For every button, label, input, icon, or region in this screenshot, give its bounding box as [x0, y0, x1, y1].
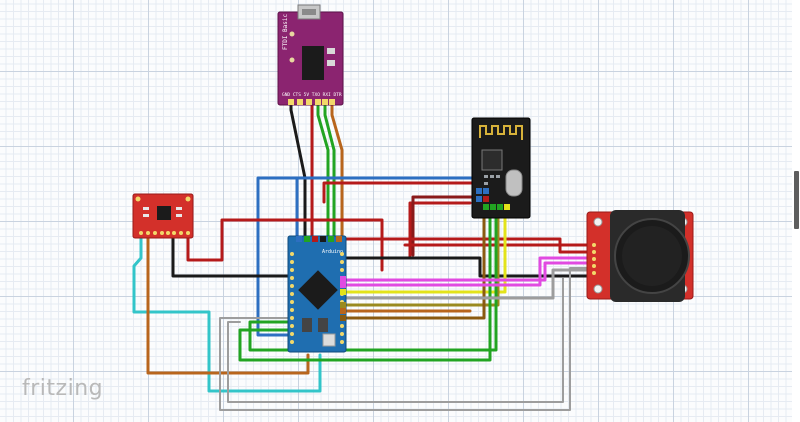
vertical-scrollbar[interactable]	[792, 0, 800, 422]
wire-radio-green-2[interactable]	[248, 212, 498, 352]
wire-black-accel[interactable]	[171, 234, 302, 278]
joystick-header-pins	[592, 243, 596, 275]
wires	[132, 102, 592, 411]
wire-black-arduino-right[interactable]	[343, 256, 592, 278]
arduino-pins-top	[296, 236, 342, 242]
ftdi-chip	[302, 46, 324, 80]
wire-ftdi-rx[interactable]	[323, 102, 336, 242]
scrollbar-thumb[interactable]	[794, 171, 799, 229]
wire-ftdi-tx[interactable]	[316, 102, 330, 242]
wire-radio-darkbrown[interactable]	[343, 212, 486, 320]
wire-radio-green[interactable]	[238, 212, 492, 362]
ftdi-header-pins	[288, 99, 335, 105]
ftdi-basic-board[interactable]: FTDI Basic GND CTS 5V TXO RXI DTR	[277, 4, 344, 106]
mcu-chip	[298, 270, 338, 310]
wire-red-radio-3[interactable]	[411, 195, 492, 257]
radio-chip	[481, 149, 503, 171]
arduino-pins-right-colored	[340, 276, 346, 321]
radio-module[interactable]	[471, 117, 531, 219]
wire-red-radio-2[interactable]	[408, 201, 472, 260]
wire-radio-olive[interactable]	[343, 212, 500, 307]
wire-red-accel[interactable]	[186, 218, 384, 272]
wire-magenta-2[interactable]	[343, 261, 592, 282]
arduino-pins-left	[290, 252, 294, 344]
wire-cyan-accel[interactable]	[132, 234, 322, 393]
accel-smd	[143, 207, 182, 217]
wire-radio-yellow[interactable]	[343, 212, 507, 294]
accel-chip	[157, 206, 171, 220]
ftdi-label: FTDI Basic	[282, 13, 289, 50]
wire-gray-2[interactable]	[219, 267, 591, 411]
reset-button	[322, 333, 336, 347]
wire-ftdi-gnd[interactable]	[289, 102, 307, 242]
wire-magenta-1[interactable]	[343, 256, 592, 287]
arduino-pro-mini[interactable]: Arduino Pro	[287, 235, 355, 353]
wire-ftdi-dtr[interactable]	[330, 102, 344, 242]
wire-red-radio-1[interactable]	[322, 181, 476, 204]
wire-gray-3[interactable]	[227, 277, 564, 403]
crystal	[505, 169, 523, 197]
accelerometer-board[interactable]	[132, 193, 194, 239]
arduino-label: Arduino Pro	[322, 249, 355, 255]
accel-header-pins	[139, 231, 190, 235]
fritzing-watermark: fritzing	[22, 376, 104, 401]
pcb-antenna	[479, 125, 523, 140]
ftdi-pin-label: GND CTS 5V TXO RXI DTR	[282, 92, 342, 98]
joystick-board[interactable]	[586, 210, 694, 302]
wire-blue-top[interactable]	[256, 176, 299, 337]
radio-header-pins	[476, 188, 510, 210]
radio-smd	[484, 175, 500, 185]
wire-gray-1[interactable]	[343, 268, 592, 300]
